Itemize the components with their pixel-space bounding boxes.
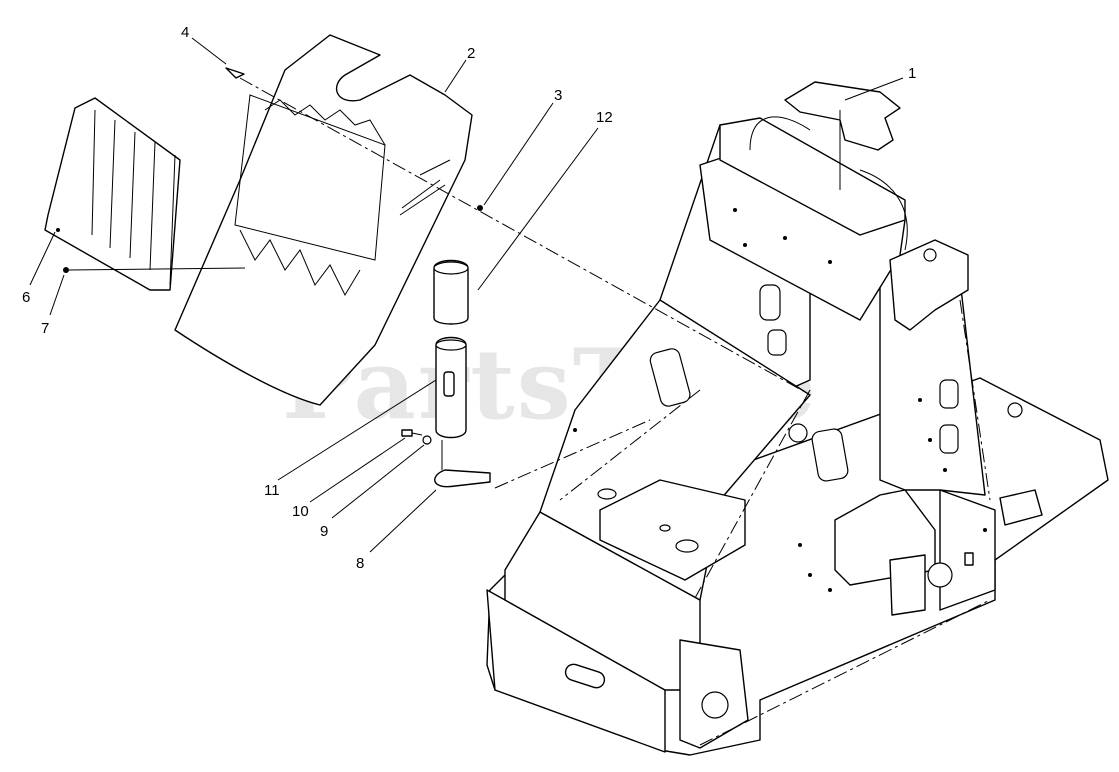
callout-9: 9 <box>320 523 328 540</box>
part-3-fastener <box>477 102 554 211</box>
part-12-bushing <box>433 127 599 325</box>
part-11-cylinder <box>277 336 467 481</box>
part-4-fastener <box>191 37 245 79</box>
callout-4: 4 <box>181 24 189 41</box>
callout-10: 10 <box>292 503 309 520</box>
callout-12: 12 <box>596 109 613 126</box>
callout-11: 11 <box>264 482 280 499</box>
callout-2: 2 <box>467 45 475 62</box>
part-10-bolt <box>309 429 423 503</box>
callout-8: 8 <box>356 555 364 572</box>
part-6-grille <box>29 97 181 291</box>
part-2-cover <box>174 34 473 406</box>
callout-3: 3 <box>554 87 562 104</box>
callout-1: 1 <box>908 65 916 82</box>
part-9-washer <box>331 435 432 519</box>
main-frame <box>486 116 1109 756</box>
part-7-fastener <box>49 267 246 316</box>
callout-7: 7 <box>41 320 49 337</box>
phantom-lines <box>239 77 991 746</box>
callout-6: 6 <box>22 289 30 306</box>
part-1-pad <box>784 77 904 190</box>
part-8-bracket <box>369 440 491 553</box>
